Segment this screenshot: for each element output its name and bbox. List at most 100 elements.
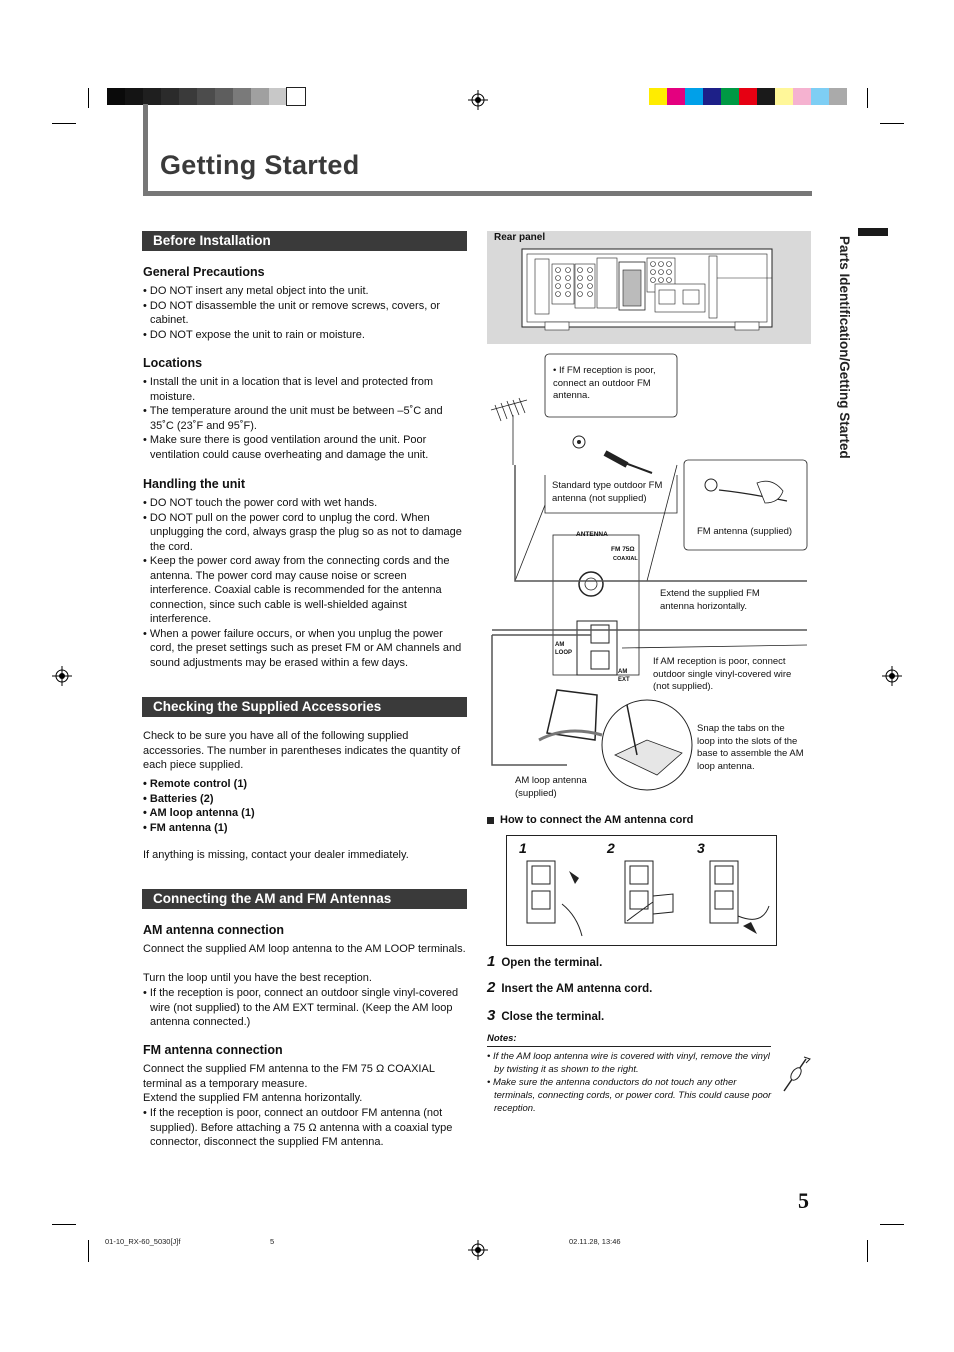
color-swatch: [739, 88, 757, 105]
color-swatch: [757, 88, 775, 105]
rear-panel-label: Rear panel: [494, 232, 546, 243]
label-coaxial: COAXIAL: [613, 556, 638, 562]
label-am-poor: If AM reception is poor, connect outdoor…: [653, 656, 792, 692]
list-item: • Remote control (1): [143, 778, 248, 790]
color-swatch: [829, 88, 847, 105]
color-swatch: [649, 88, 667, 105]
am-connection-list: If the reception is poor, connect an out…: [143, 986, 467, 1030]
list-item: DO NOT disassemble the unit or remove sc…: [143, 299, 467, 328]
color-swatch: [269, 88, 287, 105]
color-swatch: [286, 87, 306, 106]
section-heading-antennas: Connecting the AM and FM Antennas: [142, 889, 467, 909]
crop-mark: [880, 1224, 904, 1225]
registration-mark-icon: [468, 90, 488, 110]
color-swatch: [107, 88, 125, 105]
color-swatch: [811, 88, 829, 105]
registration-mark-icon: [882, 666, 902, 686]
list-item: Install the unit in a location that is l…: [143, 375, 467, 404]
list-item: DO NOT pull on the power cord to unplug …: [143, 511, 467, 555]
color-swatch: [251, 88, 269, 105]
howto-panel-number: 3: [697, 840, 705, 856]
color-swatch: [721, 88, 739, 105]
receiver-rear-panel-illustration: [521, 248, 773, 331]
howto-panel-number: 2: [607, 840, 615, 856]
footer-page: 5: [270, 1237, 275, 1246]
list-item: DO NOT expose the unit to rain or moistu…: [143, 328, 467, 343]
page-number: 5: [798, 1188, 809, 1213]
antenna-connection-diagram: [490, 353, 808, 791]
list-item: Make sure there is good ventilation arou…: [143, 433, 467, 462]
accessories-list: • Remote control (1) • Batteries (2) • A…: [143, 777, 255, 835]
color-swatch: [143, 88, 161, 105]
footer-file: 01-10_RX-60_5030[J]f: [105, 1237, 181, 1246]
label-am-loop-supplied: AM loop antenna (supplied): [515, 775, 587, 799]
section-heading-before-installation: Before Installation: [142, 231, 467, 251]
list-item: If the reception is poor, connect an out…: [143, 986, 467, 1030]
twist-wire-icon: [783, 1056, 811, 1092]
accessories-intro: Check to be sure you have all of the fol…: [143, 730, 461, 771]
fm-connection-text-2: Extend the supplied FM antenna horizonta…: [143, 1092, 363, 1104]
color-swatch: [215, 88, 233, 105]
notes-divider: [487, 1046, 771, 1047]
label-standard-outdoor-fm: Standard type outdoor FM antenna (not su…: [552, 480, 663, 504]
crop-mark: [867, 88, 868, 108]
subheading-fm-antenna: FM antenna connection: [143, 1043, 283, 1057]
list-item: DO NOT touch the power cord with wet han…: [143, 496, 467, 511]
color-swatch: [161, 88, 179, 105]
crop-mark: [52, 123, 76, 124]
subheading-locations: Locations: [143, 356, 203, 370]
list-item: DO NOT insert any metal object into the …: [143, 284, 467, 299]
label-fm75: FM 75Ω: [611, 546, 635, 553]
callout-fm-poor: • If FM reception is poor, connect an ou…: [553, 365, 656, 401]
fm-connection-list: If the reception is poor, connect an out…: [143, 1106, 467, 1150]
am-connection-text-2: Turn the loop until you have the best re…: [143, 972, 372, 984]
fm-connection-text: Connect the supplied FM antenna to the F…: [143, 1063, 435, 1090]
title-underline: [143, 191, 812, 196]
crop-mark: [88, 1240, 89, 1262]
subheading-handling: Handling the unit: [143, 477, 246, 491]
registration-mark-icon: [468, 1240, 488, 1260]
color-swatch: [703, 88, 721, 105]
registration-mark-icon: [52, 666, 72, 686]
page-title: Getting Started: [160, 150, 360, 180]
accessories-footer: If anything is missing, contact your dea…: [143, 849, 409, 861]
label-antenna: ANTENNA: [576, 531, 608, 538]
list-item: • FM antenna (1): [143, 821, 228, 834]
locations-list: Install the unit in a location that is l…: [143, 375, 467, 462]
general-precautions-list: DO NOT insert any metal object into the …: [143, 284, 467, 342]
title-bracket: [143, 104, 148, 196]
label-extend-fm: Extend the supplied FM antenna horizonta…: [660, 588, 760, 612]
label-am-ext-terminal: AM EXT: [618, 669, 630, 683]
list-item: • Batteries (2): [143, 792, 214, 805]
color-swatch: [685, 88, 703, 105]
list-item: The temperature around the unit must be …: [143, 404, 467, 433]
color-swatch: [179, 88, 197, 105]
subheading-general-precautions: General Precautions: [143, 265, 265, 279]
handling-list: DO NOT touch the power cord with wet han…: [143, 496, 467, 670]
crop-mark: [88, 88, 89, 108]
list-item: Make sure the antenna conductors do not …: [487, 1076, 772, 1115]
subheading-am-antenna: AM antenna connection: [143, 923, 284, 937]
list-item: If the reception is poor, connect an out…: [143, 1106, 467, 1150]
label-fm-antenna-supplied: FM antenna (supplied): [697, 526, 793, 537]
color-swatch: [793, 88, 811, 105]
color-swatch: [775, 88, 793, 105]
crop-mark: [880, 123, 904, 124]
howto-steps-illustration: 1 2 3: [506, 835, 777, 946]
howto-title: How to connect the AM antenna cord: [500, 814, 694, 826]
label-am-loop-terminal: AM LOOP: [555, 642, 573, 656]
crop-mark: [867, 1240, 868, 1262]
list-item: When a power failure occurs, or when you…: [143, 627, 467, 671]
section-heading-accessories: Checking the Supplied Accessories: [142, 697, 467, 717]
label-snap-tabs: Snap the tabs on the loop into the slots…: [697, 723, 804, 772]
color-swatch: [125, 88, 143, 105]
color-swatch: [233, 88, 251, 105]
side-tab-label: Parts Identification/Getting Started: [837, 236, 852, 459]
notes-list: If the AM loop antenna wire is covered w…: [487, 1050, 772, 1115]
crop-mark: [52, 1224, 76, 1225]
bullet-square-icon: [487, 817, 494, 824]
color-swatch: [667, 88, 685, 105]
list-item: Keep the power cord away from the connec…: [143, 554, 467, 627]
